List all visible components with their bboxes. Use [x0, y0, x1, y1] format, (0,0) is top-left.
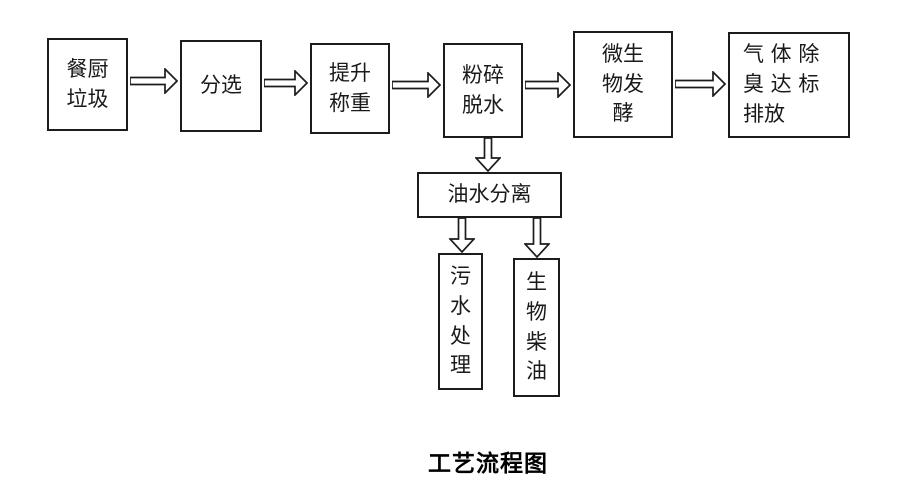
- node-label-line: 排放: [743, 101, 785, 126]
- node-label-line: 提升: [329, 60, 371, 85]
- node-label-line: 脱水: [462, 92, 504, 117]
- node-label-line: 气 体 除: [743, 42, 820, 67]
- node-label-line: 分选: [200, 73, 242, 98]
- diagram-title: 工艺流程图: [428, 450, 548, 476]
- node-gas-deodorize-discharge: 气 体 除 臭 达 标 排放: [728, 32, 850, 138]
- node-kitchen-waste: 餐厨 垃圾: [47, 38, 128, 131]
- node-label-line: 油水分离: [447, 182, 532, 207]
- arrow-oilwater-to-sewage-icon: [449, 218, 475, 253]
- arrow-lift-to-crush-icon: [392, 72, 441, 98]
- node-oil-water-separation: 油水分离: [417, 172, 562, 218]
- node-label-line: 臭 达 标: [743, 72, 820, 97]
- arrow-crush-to-fermentation-icon: [525, 72, 571, 98]
- node-label-line: 柴: [526, 329, 547, 354]
- node-label-line: 餐厨: [66, 56, 109, 81]
- node-label-line: 理: [450, 353, 471, 378]
- arrow-kitchen-to-sorting-icon: [130, 68, 178, 94]
- node-label-line: 水: [450, 293, 471, 318]
- node-lift-weigh: 提升 称重: [310, 43, 390, 134]
- node-label-line: 微生: [602, 41, 644, 66]
- arrow-oilwater-to-biodiesel-icon: [524, 218, 550, 258]
- node-label-line: 称重: [329, 90, 371, 115]
- arrow-sorting-to-lift-icon: [264, 70, 308, 96]
- node-label-line: 酵: [612, 101, 634, 126]
- node-label-line: 垃圾: [66, 86, 109, 111]
- node-label-line: 生: [526, 269, 547, 294]
- node-label-line: 物: [526, 299, 547, 324]
- node-label-line: 油: [526, 359, 547, 384]
- node-crush-dewater: 粉碎 脱水: [443, 43, 523, 138]
- node-label-line: 粉碎: [462, 62, 504, 87]
- node-label-line: 污: [450, 263, 471, 288]
- arrow-crush-to-oilwater-icon: [475, 138, 501, 172]
- node-microbial-fermentation: 微生 物发 酵: [573, 31, 673, 138]
- node-sewage-treatment: 污 水 处 理: [438, 253, 483, 390]
- node-label-line: 物发: [602, 71, 644, 96]
- node-biodiesel: 生 物 柴 油: [513, 258, 560, 397]
- node-sorting: 分选: [180, 40, 262, 132]
- arrow-fermentation-to-gas-icon: [675, 71, 726, 97]
- node-label-line: 处: [450, 323, 471, 348]
